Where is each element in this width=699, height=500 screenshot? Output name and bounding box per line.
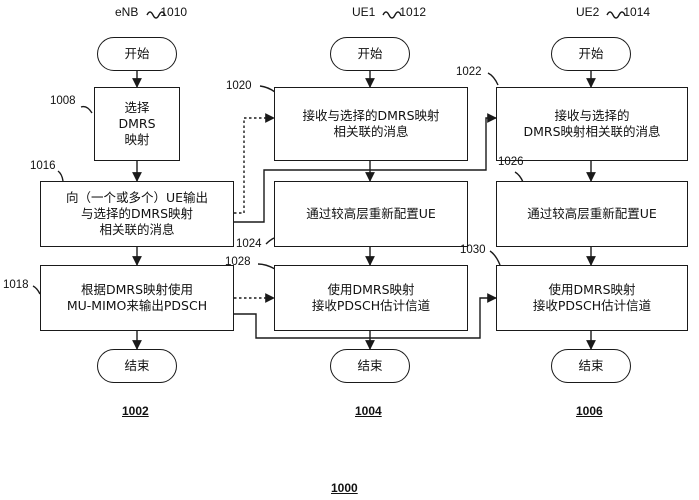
ue1-end-label: 结束	[357, 358, 383, 373]
ue1-receive-label: 接收与选择的DMRS映射 相关联的消息	[302, 108, 440, 139]
ue1-reconfig-label: 通过较高层重新配置UE	[306, 206, 436, 221]
ue2-receive-label: 接收与选择的 DMRS映射相关联的消息	[523, 108, 661, 139]
ue2-receive-message-box: 接收与选择的 DMRS映射相关联的消息	[496, 87, 688, 161]
ue1-start-label: 开始	[357, 46, 383, 61]
ue2-column-number: 1006	[576, 404, 603, 418]
enb-end-terminal: 结束	[97, 349, 177, 383]
ue1-end-terminal: 结束	[330, 349, 410, 383]
ref-1022: 1022	[456, 66, 482, 78]
ue1-column-number: 1004	[355, 404, 382, 418]
ue2-estimate-label: 使用DMRS映射 接收PDSCH估计信道	[532, 282, 652, 313]
enb-select-label: 选择 DMRS 映射	[118, 100, 156, 147]
ref-1024: 1024	[236, 238, 262, 250]
leader-1024	[265, 237, 275, 245]
leader-1030	[489, 250, 501, 266]
enb-start-label: 开始	[124, 46, 150, 61]
ref-1008: 1008	[50, 95, 76, 107]
ref-1020: 1020	[226, 80, 252, 92]
figure-number: 1000	[331, 481, 358, 495]
enb-select-dmrs-box: 选择 DMRS 映射	[94, 87, 180, 161]
enb-column-number: 1002	[122, 404, 149, 418]
ue2-reconfig-label: 通过较高层重新配置UE	[527, 206, 657, 221]
leader-1014	[606, 11, 626, 19]
ue2-start-label: 开始	[578, 46, 604, 61]
ue2-end-label: 结束	[578, 358, 604, 373]
leader-1008	[80, 105, 93, 114]
leader-1022	[487, 72, 499, 86]
ue1-receive-message-box: 接收与选择的DMRS映射 相关联的消息	[274, 87, 468, 161]
enb-end-label: 结束	[124, 358, 150, 373]
ref-1018: 1018	[3, 279, 29, 291]
ref-1026: 1026	[498, 156, 524, 168]
ue1-start-terminal: 开始	[330, 37, 410, 71]
ue2-reconfigure-box: 通过较高层重新配置UE	[496, 181, 688, 247]
ref-1028: 1028	[225, 256, 251, 268]
ue2-start-terminal: 开始	[551, 37, 631, 71]
enb-pdsch-label: 根据DMRS映射使用 MU-MIMO来输出PDSCH	[66, 282, 208, 313]
enb-output-label: 向（一个或多个）UE输出 与选择的DMRS映射 相关联的消息	[65, 190, 209, 237]
leader-1016	[57, 170, 64, 182]
leader-1020	[259, 85, 276, 93]
ue2-end-terminal: 结束	[551, 349, 631, 383]
leader-1028	[257, 263, 276, 270]
arrow-output-to-ue1-receive	[234, 113, 275, 214]
enb-output-pdsch-box: 根据DMRS映射使用 MU-MIMO来输出PDSCH	[40, 265, 234, 331]
ref-1030: 1030	[460, 244, 486, 256]
leader-1010	[146, 11, 166, 19]
ue1-reconfigure-box: 通过较高层重新配置UE	[274, 181, 468, 247]
ue1-estimate-label: 使用DMRS映射 接收PDSCH估计信道	[311, 282, 431, 313]
leader-1012	[382, 11, 402, 19]
ue2-estimate-channel-box: 使用DMRS映射 接收PDSCH估计信道	[496, 265, 688, 331]
ue1-estimate-channel-box: 使用DMRS映射 接收PDSCH估计信道	[274, 265, 468, 331]
arrow-output-to-ue2-receive	[234, 113, 497, 223]
leader-1026	[514, 171, 524, 183]
ref-1016: 1016	[30, 160, 56, 172]
arrow-pdsch-to-ue2-estimate	[234, 293, 497, 339]
enb-start-terminal: 开始	[97, 37, 177, 71]
leader-1018	[32, 285, 41, 295]
enb-output-message-box: 向（一个或多个）UE输出 与选择的DMRS映射 相关联的消息	[40, 181, 234, 247]
